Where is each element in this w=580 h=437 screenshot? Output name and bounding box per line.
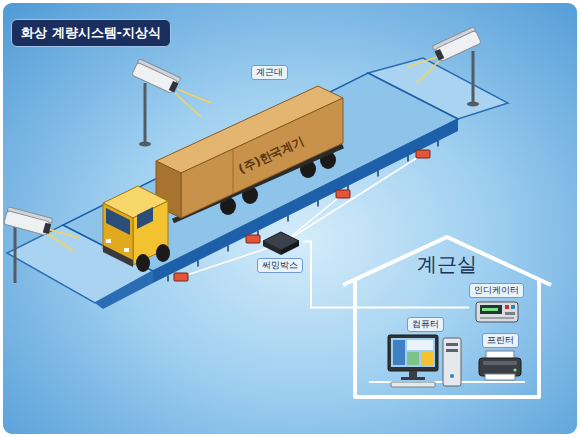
computer-icon-drawing	[387, 334, 463, 388]
summing-box-drawing	[257, 227, 303, 257]
indicator-device-drawing	[475, 300, 519, 324]
weighing-room: 계근실인디케이터컴퓨터프린터	[339, 233, 555, 401]
printer-icon-drawing	[477, 350, 523, 382]
computer-icon-drawing	[387, 334, 463, 388]
printer-icon-drawing	[477, 350, 523, 382]
device-label: 써밍박스	[257, 258, 303, 273]
indicator-device-drawing	[475, 300, 519, 324]
part-label: 계근대	[251, 65, 288, 80]
device-label: 컴퓨터	[407, 317, 444, 332]
computer-icon: 컴퓨터	[387, 317, 463, 388]
printer-icon: 프린터	[477, 333, 523, 382]
device-label: 인디케이터	[469, 283, 524, 298]
indicator-device: 인디케이터	[469, 283, 524, 324]
diagram-title: 화상 계량시스템-지상식	[11, 19, 171, 47]
device-label: 프린터	[482, 333, 519, 348]
summing-box-drawing	[257, 227, 303, 257]
summing-box: 써밍박스	[257, 227, 303, 275]
room-label: 계근실	[339, 251, 555, 278]
